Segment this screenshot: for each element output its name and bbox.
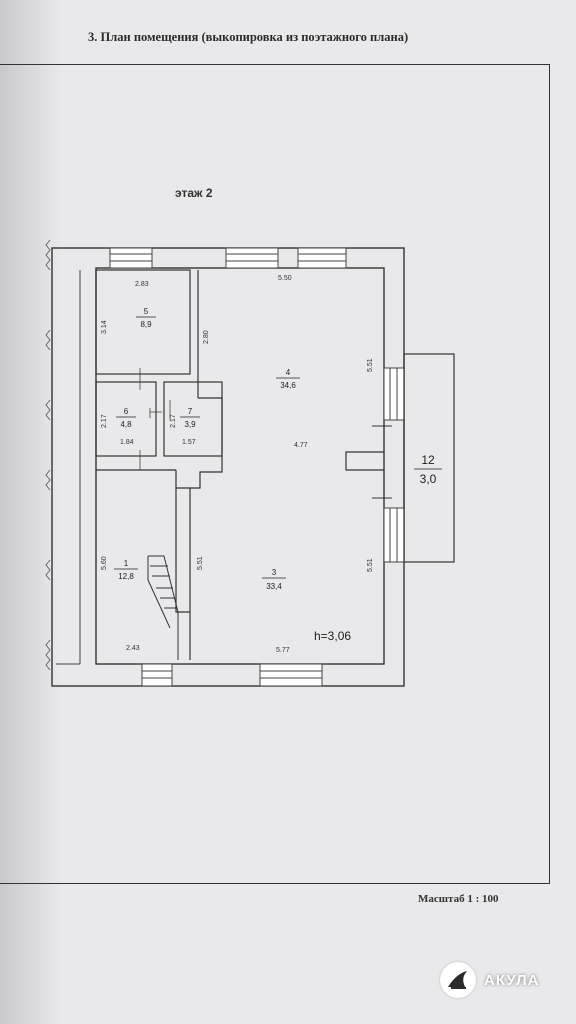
svg-text:3,9: 3,9 [184,420,196,429]
dim-5-60: 5.60 [101,556,108,570]
room-4-label: 4 34,6 [276,368,300,390]
brand-name: АКУЛА [484,971,540,989]
svg-text:12,8: 12,8 [118,572,134,581]
drawing-frame [0,64,550,884]
interior-walls [95,269,223,660]
room-5-label: 5 8,9 [136,307,156,329]
svg-text:4: 4 [286,368,291,377]
svg-text:5: 5 [144,307,149,316]
dim-5-50: 5.50 [278,275,292,282]
svg-text:4,8: 4,8 [120,420,132,429]
svg-text:6: 6 [124,407,129,416]
room-7-label: 7 3,9 [180,407,200,429]
room-12-label: 12 3,0 [414,453,442,486]
perforation-marks [45,239,51,671]
watermark-logo: АКУЛА [440,962,539,998]
dim-5-77: 5.77 [276,647,290,654]
dim-2-17-b: 2.17 [170,414,177,428]
svg-text:1: 1 [124,559,129,568]
dim-3-14: 3.14 [101,320,108,334]
svg-text:3,0: 3,0 [420,472,437,486]
dim-5-51-a: 5.51 [367,358,374,372]
dim-2-43: 2.43 [126,645,140,652]
windows [109,247,405,687]
document-heading: 3. План помещения (выкопировка из поэтаж… [88,30,409,44]
dim-5-51-c: 5.51 [367,558,374,572]
svg-text:7: 7 [188,407,193,416]
room-1-label: 1 12,8 [114,559,138,581]
room-6-label: 6 4,8 [116,407,136,429]
room-3-label: 3 33,4 [262,568,286,591]
svg-text:12: 12 [421,453,435,467]
left-corridor [56,270,81,665]
staircase [147,555,179,660]
dim-4-77: 4.77 [294,442,308,449]
dim-2-80: 2.80 [203,330,210,344]
dim-2-17-a: 2.17 [101,414,108,428]
outer-walls [51,247,405,687]
dim-2-83: 2.83 [135,281,149,288]
ceiling-height-note: h=3,06 [314,629,351,643]
room-labels: 5 8,9 4 34,6 6 4,8 7 3,9 1 12,8 3 33,4 [114,307,442,591]
svg-text:3: 3 [272,568,277,577]
paper-edge-shadow [0,0,60,1024]
scale-label: Масштаб 1 : 100 [418,893,499,905]
dim-1-84: 1.84 [120,439,134,446]
svg-text:33,4: 33,4 [266,582,282,591]
shark-icon [440,962,476,998]
floor-label: этаж 2 [175,186,213,200]
svg-text:34,6: 34,6 [280,381,296,390]
svg-text:8,9: 8,9 [140,320,152,329]
balcony [403,353,455,563]
dim-5-51-b: 5.51 [197,556,204,570]
dim-1-57: 1.57 [182,439,196,446]
dimension-labels: 2.83 5.50 3.14 2.80 5.51 2.17 2.17 1.84 … [101,275,374,654]
